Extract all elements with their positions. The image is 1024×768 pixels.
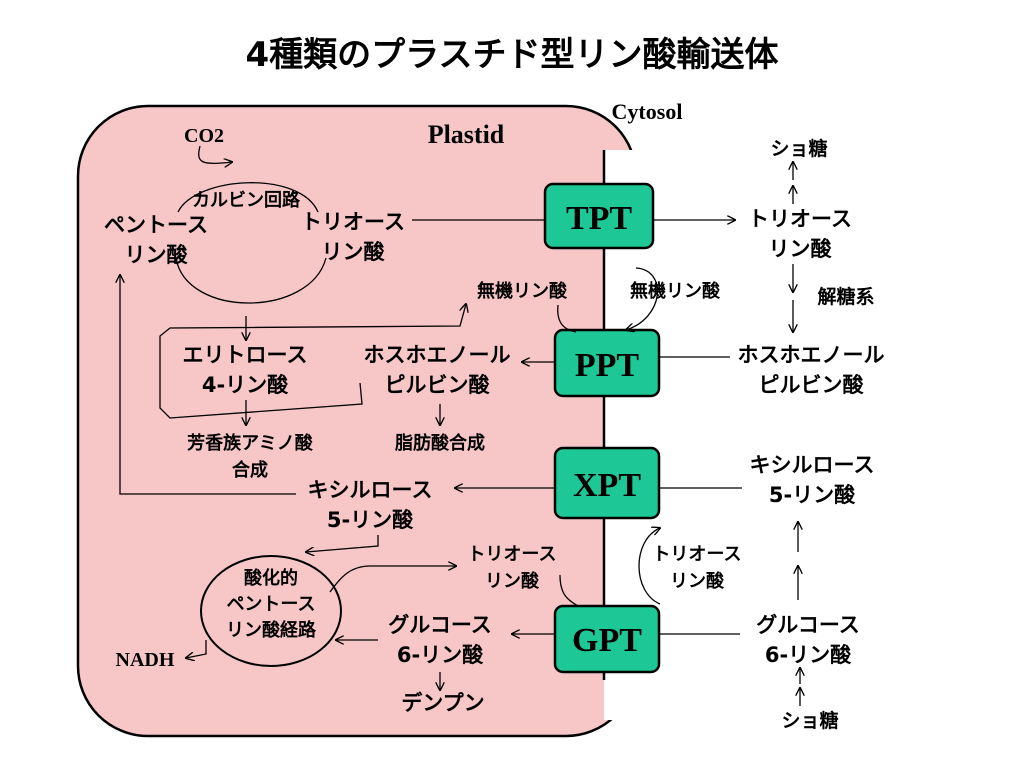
- cytosol-triose-line2: リン酸: [769, 237, 833, 261]
- cytosol-sucrose-top: ショ糖: [770, 137, 827, 160]
- plastid-g6p-line1: グルコース: [388, 613, 492, 637]
- oppp-to-nadh-arrow: [186, 640, 207, 658]
- gpt-label: GPT: [572, 622, 642, 659]
- co2-label: CO2: [184, 125, 224, 147]
- calvin-cycle-upper-arc: [177, 182, 319, 213]
- cytosol-xylulose-line1: キシルロース: [750, 453, 875, 477]
- cytosol-pep-line2: ピルビン酸: [759, 373, 865, 397]
- fatty-acid-synthesis: 脂肪酸合成: [395, 432, 485, 454]
- plastid-g6p-line2: 6-リン酸: [397, 643, 484, 667]
- gpt-transporter: [553, 604, 661, 674]
- ppt-label: PPT: [575, 347, 640, 384]
- oppp-line3: リン酸経路: [226, 619, 317, 641]
- plastid-triose2-line1: トリオース: [467, 544, 556, 565]
- cytosol-triose2-line2: リン酸: [670, 570, 725, 592]
- cytosol-sucrose-bottom: ショ糖: [781, 709, 838, 732]
- cytosol-g6p-line2: 6-リン酸: [765, 643, 852, 667]
- calvin-cycle-label: カルビン回路: [192, 189, 301, 211]
- cytosol-g6p-line1: グルコース: [756, 613, 860, 637]
- triose-phosphate-line2: リン酸: [322, 240, 386, 264]
- glycolysis-label: 解糖系: [817, 285, 874, 308]
- erythrose-line1: エリトロース: [183, 343, 308, 367]
- calvin-cycle-lower-arc: [175, 257, 327, 304]
- plastid-pep-line2: ピルビン酸: [385, 373, 491, 397]
- cytosol-triose2-hook: [638, 528, 660, 605]
- xpt-label: XPT: [573, 467, 641, 504]
- cytosol-label: Cytosol: [612, 99, 683, 124]
- plastid-xylulose-line1: キシルロース: [308, 478, 433, 502]
- xylulose-to-oppp-arrow: [306, 535, 379, 552]
- nadh-label: NADH: [116, 649, 175, 671]
- cytosol-triose-line1: トリオース: [748, 207, 852, 231]
- tpt-label: TPT: [566, 200, 632, 237]
- ppt-transporter: [553, 328, 661, 398]
- plastid-triose2-line2: リン酸: [485, 570, 540, 592]
- plastid-pi-hook: [557, 304, 577, 333]
- oppp-to-triose-arrow: [329, 566, 456, 593]
- plastid-xylulose-line2: 5-リン酸: [327, 508, 414, 532]
- oppp-line1: 酸化的: [244, 567, 298, 589]
- co2-arrow: [198, 145, 232, 163]
- cytosol-pep-line1: ホスホエノール: [738, 343, 885, 367]
- tpt-transporter: [543, 182, 655, 250]
- plastid-inorganic-phosphate: 無機リン酸: [477, 280, 568, 302]
- oppp-circle: [200, 555, 342, 667]
- cytosol-inorganic-phosphate: 無機リン酸: [630, 280, 721, 302]
- plastid-label: Plastid: [428, 120, 505, 149]
- oppp-line2: ペントース: [226, 594, 315, 615]
- xpt-transporter: [553, 446, 661, 520]
- triose-phosphate-line1: トリオース: [301, 210, 405, 234]
- pentose-phosphate-line2: リン酸: [125, 243, 189, 267]
- cytosol-xylulose-line2: 5-リン酸: [769, 483, 856, 507]
- erythrose-line2: 4-リン酸: [202, 373, 289, 397]
- xylulose-to-pentose-arrow: [120, 275, 296, 495]
- cytosol-triose2-line1: トリオース: [652, 544, 741, 565]
- aromatic-line1: 芳香族アミノ酸: [187, 432, 314, 454]
- starch-label: デンプン: [401, 691, 484, 715]
- plastid-pep-line1: ホスホエノール: [364, 343, 511, 367]
- aromatic-line2: 合成: [232, 459, 268, 481]
- cytosol-pi-hook: [626, 267, 659, 330]
- pentose-phosphate-line1: ペントース: [104, 213, 208, 237]
- page-title: 4種類のプラスチド型リン酸輸送体: [246, 35, 779, 75]
- erythrose-pep-loop: [159, 304, 466, 419]
- plastid-triose2-hook: [559, 574, 579, 607]
